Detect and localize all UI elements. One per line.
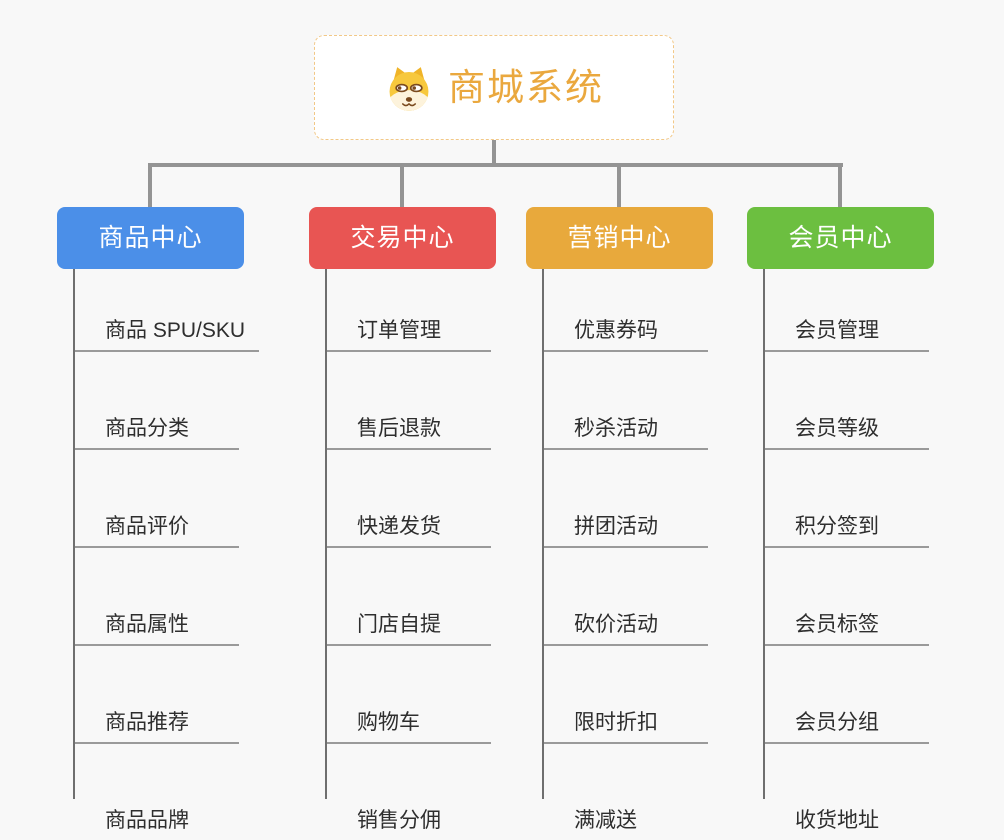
- branch-node[interactable]: 会员中心: [747, 207, 934, 269]
- connector-root-drop: [492, 140, 496, 167]
- child-label: 商品属性: [105, 613, 189, 636]
- child-node[interactable]: 收货地址: [763, 744, 929, 840]
- child-label: 秒杀活动: [574, 417, 658, 440]
- child-label: 限时折扣: [574, 711, 658, 734]
- child-label: 会员分组: [795, 711, 879, 734]
- connector-spine: [542, 269, 544, 799]
- child-node[interactable]: 购物车: [325, 646, 491, 744]
- branch-marketing-center: 营销中心 优惠券码秒杀活动拼团活动砍价活动限时折扣满减送: [526, 163, 713, 831]
- child-node[interactable]: 限时折扣: [542, 646, 708, 744]
- child-node[interactable]: 优惠券码: [542, 269, 708, 352]
- child-label: 快递发货: [357, 515, 441, 538]
- connector-branch-drop: [617, 163, 621, 207]
- child-label: 会员标签: [795, 613, 879, 636]
- child-node[interactable]: 会员管理: [763, 269, 929, 352]
- connector-branch-drop: [148, 163, 152, 207]
- child-label: 会员管理: [795, 319, 879, 342]
- child-label: 满减送: [574, 809, 637, 832]
- doge-icon: [384, 63, 434, 113]
- child-label: 商品评价: [105, 515, 189, 538]
- child-node[interactable]: 快递发货: [325, 450, 491, 548]
- child-label: 商品分类: [105, 417, 189, 440]
- child-label: 订单管理: [357, 319, 441, 342]
- branch-label: 会员中心: [788, 223, 893, 252]
- branch-node[interactable]: 营销中心: [526, 207, 713, 269]
- branch-children: 优惠券码秒杀活动拼团活动砍价活动限时折扣满减送: [542, 269, 708, 840]
- branch-product-center: 商品中心 商品 SPU/SKU 商品分类商品评价商品属性商品推荐商品品牌: [57, 163, 260, 831]
- child-node[interactable]: 门店自提: [325, 548, 491, 646]
- child-label: 商品推荐: [105, 711, 189, 734]
- branch-member-center: 会员中心 会员管理会员等级积分签到会员标签会员分组收货地址: [747, 163, 934, 831]
- child-node[interactable]: 满减送: [542, 744, 708, 840]
- connector-spine: [73, 269, 75, 799]
- child-label: 砍价活动: [574, 613, 658, 636]
- child-node[interactable]: 会员分组: [763, 646, 929, 744]
- child-label: 拼团活动: [574, 515, 658, 538]
- child-node[interactable]: 商品属性: [73, 548, 239, 646]
- child-label: 商品品牌: [105, 809, 189, 832]
- child-node[interactable]: 秒杀活动: [542, 352, 708, 450]
- child-node[interactable]: 会员等级: [763, 352, 929, 450]
- connector-branch-drop: [400, 163, 404, 207]
- branch-children: 会员管理会员等级积分签到会员标签会员分组收货地址: [763, 269, 929, 840]
- child-node[interactable]: 商品 SPU/SKU: [73, 269, 260, 352]
- root-title: 商城系统: [448, 67, 604, 108]
- child-node[interactable]: 商品推荐: [73, 646, 239, 744]
- branch-label: 交易中心: [350, 223, 455, 252]
- child-node[interactable]: 积分签到: [763, 450, 929, 548]
- child-label: 积分签到: [795, 515, 879, 538]
- connector-branch-drop: [838, 163, 842, 207]
- branch-label: 营销中心: [567, 223, 672, 252]
- child-node[interactable]: 商品分类: [73, 352, 239, 450]
- child-label: 收货地址: [795, 809, 879, 832]
- child-node[interactable]: 商品评价: [73, 450, 239, 548]
- child-node[interactable]: 售后退款: [325, 352, 491, 450]
- branch-children: 订单管理售后退款快递发货门店自提购物车销售分佣: [325, 269, 491, 840]
- child-label: 销售分佣: [357, 809, 441, 832]
- child-node[interactable]: 商品品牌: [73, 744, 239, 840]
- connector-spine: [325, 269, 327, 799]
- child-node[interactable]: 砍价活动: [542, 548, 708, 646]
- child-node[interactable]: 订单管理: [325, 269, 491, 352]
- branch-node[interactable]: 商品中心: [57, 207, 244, 269]
- root-node[interactable]: 商城系统: [314, 35, 674, 140]
- connector-spine: [763, 269, 765, 799]
- child-label: 会员等级: [795, 417, 879, 440]
- child-label: 门店自提: [357, 613, 441, 636]
- child-label: 商品 SPU/SKU: [105, 319, 246, 342]
- child-label: 优惠券码: [574, 319, 658, 342]
- child-label: 售后退款: [357, 417, 441, 440]
- branch-trade-center: 交易中心 订单管理售后退款快递发货门店自提购物车销售分佣: [309, 163, 496, 831]
- child-node[interactable]: 会员标签: [763, 548, 929, 646]
- branch-label: 商品中心: [98, 223, 203, 252]
- child-node[interactable]: 销售分佣: [325, 744, 491, 840]
- branch-node[interactable]: 交易中心: [309, 207, 496, 269]
- connector-rail: [148, 163, 843, 167]
- child-node[interactable]: 拼团活动: [542, 450, 708, 548]
- branch-children: 商品 SPU/SKU 商品分类商品评价商品属性商品推荐商品品牌: [73, 269, 260, 840]
- child-label: 购物车: [357, 711, 420, 734]
